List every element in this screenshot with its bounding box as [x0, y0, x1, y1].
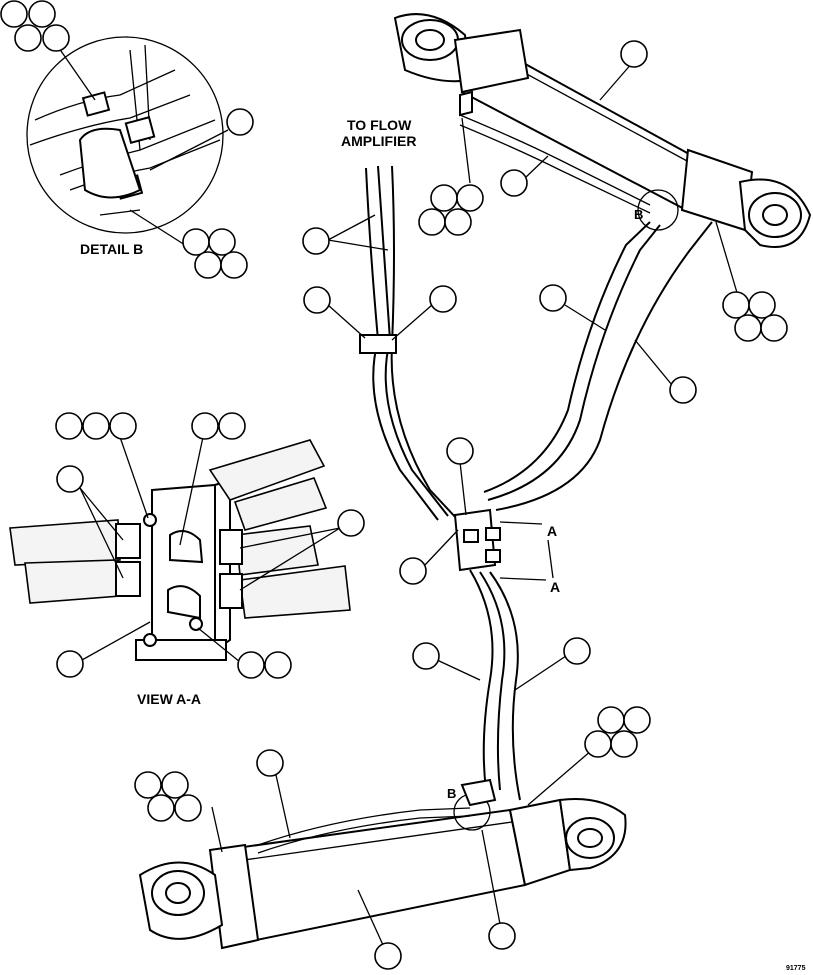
to-flow-label-line1: TO FLOW	[347, 117, 412, 133]
top-hydraulic-cylinder	[393, 13, 812, 248]
section-a-upper-label: A	[547, 523, 557, 539]
section-a-line	[547, 539, 554, 579]
detail-b-label: DETAIL B	[80, 241, 143, 257]
to-flow-label-line2: AMPLIFIER	[341, 133, 416, 149]
top-cylinder-callouts	[418, 40, 788, 342]
manifold-block	[453, 508, 547, 581]
bottom-cylinder-callouts	[134, 706, 651, 970]
section-a-lower-label: A	[550, 579, 560, 595]
lower-hose-callouts	[412, 637, 591, 691]
lower-hoses	[469, 569, 521, 801]
flow-amplifier-hoses	[359, 165, 459, 521]
figure-number: 91775	[786, 965, 806, 972]
view-a-a-label: VIEW A-A	[137, 691, 201, 707]
detail-b-callouts	[0, 0, 254, 279]
bottom-hydraulic-cylinder	[138, 778, 627, 950]
detail-b-marker-lower: B	[447, 786, 456, 801]
detail-b-view	[26, 36, 224, 234]
upper-hose-callouts	[539, 284, 697, 404]
view-a-a-callouts	[55, 412, 365, 679]
detail-b-marker-upper: B	[634, 207, 643, 222]
flow-hose-callouts	[302, 214, 457, 341]
manifold-callouts	[399, 437, 474, 585]
upper-hoses	[483, 221, 713, 511]
